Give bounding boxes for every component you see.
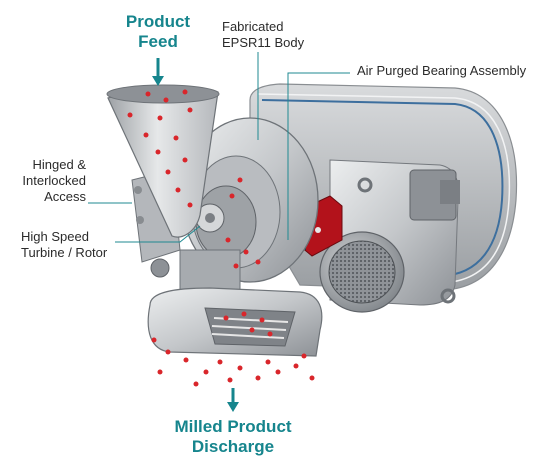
air-purged-text: Air Purged Bearing Assembly [357,63,527,78]
hinged-access-line-2: Interlocked [22,173,86,188]
particles [127,89,315,387]
leader-air-purged [287,72,350,240]
motor [319,159,460,313]
fabricated-body-line-2: EPSR11 Body [222,35,305,50]
feed-down-arrow-icon [152,58,164,86]
discharge-down-arrow-icon [227,388,239,412]
hinged-access-line-1: Hinged & [32,157,86,172]
product-feed-line-1: Product [125,12,191,31]
hinged-access-line-3: Access [44,189,86,204]
feed-hopper [106,84,220,238]
mill-body [131,117,319,311]
air-purged-label: Air Purged Bearing Assembly [357,63,526,79]
product-feed-line-2: Feed [138,32,178,51]
milled-discharge-label: Milled Product Discharge [160,417,306,457]
turbine-rotor-label: High Speed Turbine / Rotor [21,229,107,261]
product-feed-label: Product Feed [112,12,204,52]
discharge-chute [147,287,323,357]
leader-turbine-rotor [115,225,201,243]
milled-discharge-line-2: Discharge [191,437,275,456]
turbine-rotor-line-2: Turbine / Rotor [21,245,108,260]
fabricated-body-label: Fabricated EPSR11 Body [222,19,304,51]
hinged-access-label: Hinged & Interlocked Access [0,157,86,205]
milled-discharge-line-1: Milled Product [174,417,292,436]
fabricated-body-line-1: Fabricated [222,19,284,34]
turbine-rotor-line-1: High Speed [21,229,89,244]
leader-lines [88,52,350,243]
